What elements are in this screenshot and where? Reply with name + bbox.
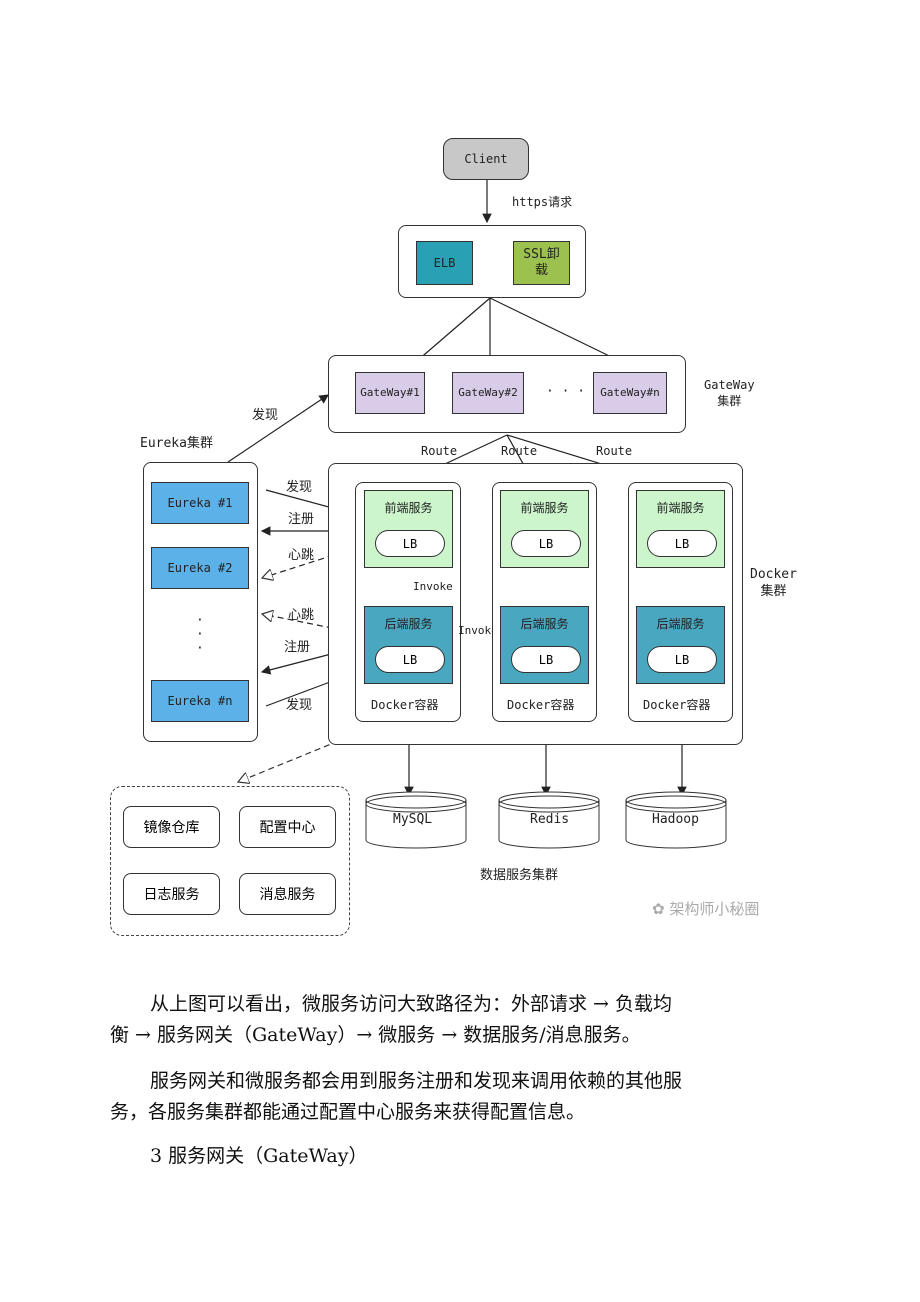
backend-lb-3: LB bbox=[647, 646, 717, 673]
discover-label-top: 发现 bbox=[252, 408, 279, 423]
heartbeat-label-back: 心跳 bbox=[288, 608, 315, 623]
container-label-1: Docker容器 bbox=[371, 698, 439, 712]
hadoop-cylinder bbox=[625, 791, 727, 849]
gateway-node-2: GateWay#2 bbox=[452, 372, 524, 414]
route-label-1: Route bbox=[421, 444, 458, 458]
wechat-icon: ✿ bbox=[652, 900, 665, 918]
route-label-2: Route bbox=[501, 444, 538, 458]
register-label-back: 注册 bbox=[284, 640, 311, 655]
https-label: https请求 bbox=[512, 195, 573, 209]
config-center-box: 配置中心 bbox=[239, 806, 336, 848]
docker-cluster-line1: Docker bbox=[750, 567, 797, 582]
eureka-node-2: Eureka #2 bbox=[151, 547, 249, 589]
gateway-cluster-label: GateWay 集群 bbox=[704, 377, 755, 409]
heartbeat-label-front: 心跳 bbox=[288, 548, 315, 563]
gateway-node-n: GateWay#n bbox=[593, 372, 667, 414]
backend-lb-1: LB bbox=[375, 646, 445, 673]
message-service-box: 消息服务 bbox=[239, 873, 336, 915]
ssl-line2: 载 bbox=[534, 263, 548, 278]
discover-label-back: 发现 bbox=[286, 698, 313, 713]
paragraph-2: 服务网关和微服务都会用到服务注册和发现来调用依赖的其他服 务，各服务集群都能通过… bbox=[110, 1066, 810, 1128]
data-cluster-label: 数据服务集群 bbox=[480, 868, 559, 883]
frontend-lb-3: LB bbox=[647, 530, 717, 557]
paragraph-1: 从上图可以看出，微服务访问大致路径为：外部请求 → 负载均 衡 → 服务网关（G… bbox=[110, 989, 810, 1051]
gateway-cluster-line2: 集群 bbox=[717, 394, 742, 408]
redis-cylinder bbox=[498, 791, 600, 849]
gateway-ellipsis: · · · bbox=[546, 384, 586, 399]
paragraph-2-line1: 服务网关和微服务都会用到服务注册和发现来调用依赖的其他服 bbox=[110, 1066, 810, 1097]
mysql-cylinder bbox=[365, 791, 467, 849]
eureka-cluster-label: Eureka集群 bbox=[140, 436, 213, 451]
container-label-2: Docker容器 bbox=[507, 698, 575, 712]
mysql-label: MySQL bbox=[393, 812, 433, 827]
invoke-label-vertical: Invoke bbox=[413, 580, 453, 593]
paragraph-1-line1: 从上图可以看出，微服务访问大致路径为：外部请求 → 负载均 bbox=[110, 989, 810, 1020]
elb-node: ELB bbox=[416, 241, 473, 285]
docker-cluster-line2: 集群 bbox=[760, 584, 787, 599]
docker-cluster-label: Docker 集群 bbox=[750, 566, 797, 600]
image-registry-box: 镜像仓库 bbox=[123, 806, 220, 848]
watermark: ✿ 架构师小秘圈 bbox=[652, 898, 759, 919]
eureka-node-1: Eureka #1 bbox=[151, 482, 249, 524]
eureka-node-n: Eureka #n bbox=[151, 680, 249, 722]
paragraph-1-line2: 衡 → 服务网关（GateWay）→ 微服务 → 数据服务/消息服务。 bbox=[110, 1024, 641, 1046]
client-node: Client bbox=[443, 138, 529, 180]
log-service-box: 日志服务 bbox=[123, 873, 220, 915]
paragraph-1-line1-text: 从上图可以看出，微服务访问大致路径为：外部请求 → 负载均 bbox=[150, 993, 673, 1015]
discover-label-front: 发现 bbox=[286, 480, 313, 495]
paragraph-2-line1-text: 服务网关和微服务都会用到服务注册和发现来调用依赖的其他服 bbox=[150, 1070, 683, 1092]
container-label-3: Docker容器 bbox=[643, 698, 711, 712]
connector-lines bbox=[227, 180, 727, 849]
watermark-text: 架构师小秘圈 bbox=[669, 900, 760, 918]
route-label-3: Route bbox=[596, 444, 633, 458]
section-heading-text: 3 服务网关（GateWay） bbox=[150, 1145, 368, 1167]
ssl-line1: SSL卸 bbox=[523, 247, 560, 263]
frontend-lb-1: LB bbox=[375, 530, 445, 557]
hadoop-label: Hadoop bbox=[652, 812, 699, 827]
backend-lb-2: LB bbox=[511, 646, 581, 673]
architecture-diagram: Client https请求 ELB SSL卸 载 GateWay#1 Gate… bbox=[110, 138, 797, 936]
ssl-node: SSL卸 载 bbox=[513, 241, 570, 285]
frontend-lb-2: LB bbox=[511, 530, 581, 557]
paragraph-2-line2: 务，各服务集群都能通过配置中心服务来获得配置信息。 bbox=[110, 1101, 586, 1123]
eureka-dots: · · · bbox=[196, 613, 204, 656]
gateway-node-1: GateWay#1 bbox=[355, 372, 425, 414]
invoke-label-horizontal: Invoke bbox=[458, 624, 498, 637]
gateway-cluster-line1: GateWay bbox=[704, 378, 755, 392]
section-heading: 3 服务网关（GateWay） bbox=[110, 1141, 810, 1172]
redis-label: Redis bbox=[530, 812, 570, 827]
register-label-front: 注册 bbox=[288, 512, 315, 527]
